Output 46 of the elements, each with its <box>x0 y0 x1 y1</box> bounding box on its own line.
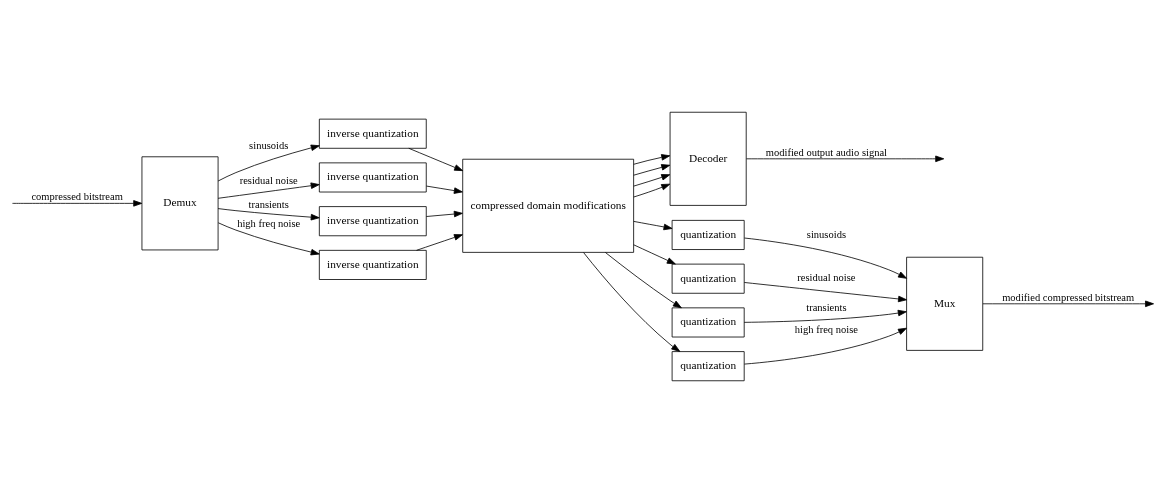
node-box: Decoder <box>669 111 747 206</box>
arrow <box>633 244 676 265</box>
node-box: inverse quantization <box>318 249 427 280</box>
node-box: inverse quantization <box>318 118 427 149</box>
arrow <box>605 252 682 309</box>
arrow <box>217 208 320 221</box>
arrow <box>633 174 671 187</box>
arrow <box>426 210 463 218</box>
edge-label: high freq noise <box>794 324 858 336</box>
arrow <box>217 182 320 199</box>
edge-label: residual noise <box>239 175 298 187</box>
arrow <box>633 164 671 176</box>
arrow <box>12 200 143 207</box>
edge-label: transients <box>248 198 289 210</box>
edge-label: modified compressed bitstream <box>1002 291 1135 303</box>
edge-label: compressed bitstream <box>31 191 123 203</box>
edge-label: modified output audio signal <box>765 146 888 158</box>
edge-label: transients <box>806 302 847 314</box>
arrow <box>746 155 945 163</box>
node-box: inverse quantization <box>318 206 427 237</box>
node-box: quantization <box>671 307 745 338</box>
edge-label: residual noise <box>797 272 856 284</box>
arrow <box>426 185 463 194</box>
arrow <box>217 222 320 256</box>
node-box: quantization <box>671 351 745 382</box>
arrow <box>743 282 907 303</box>
arrow <box>633 183 671 198</box>
node-box: compressed domain modifications <box>462 158 635 253</box>
node-box: inverse quantization <box>318 162 427 193</box>
edge-label: high freq noise <box>237 218 301 230</box>
arrow <box>416 234 463 251</box>
arrow <box>633 221 673 231</box>
edge-label: sinusoids <box>806 228 846 240</box>
node-box: quantization <box>671 263 745 294</box>
arrow <box>982 300 1154 308</box>
arrow <box>744 237 907 279</box>
arrow <box>408 147 464 172</box>
arrow <box>217 144 320 182</box>
node-box: Demux <box>141 156 219 251</box>
arrow <box>743 309 907 323</box>
arrow <box>744 327 907 365</box>
arrow <box>583 252 681 352</box>
node-box: quantization <box>671 219 745 250</box>
edge-label: sinusoids <box>249 139 289 151</box>
arrow <box>633 154 671 165</box>
node-box: Mux <box>906 256 984 351</box>
